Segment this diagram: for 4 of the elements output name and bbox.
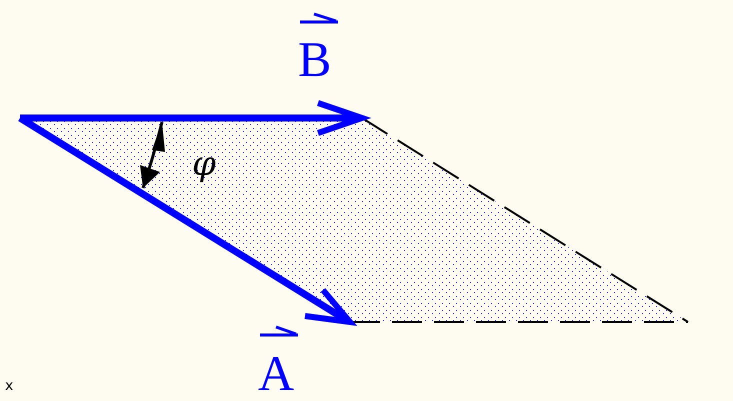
axis-marker: x bbox=[5, 378, 14, 394]
vector-label: A bbox=[258, 344, 294, 401]
angle-label: φ bbox=[192, 144, 216, 184]
vector-label: B bbox=[298, 30, 332, 88]
